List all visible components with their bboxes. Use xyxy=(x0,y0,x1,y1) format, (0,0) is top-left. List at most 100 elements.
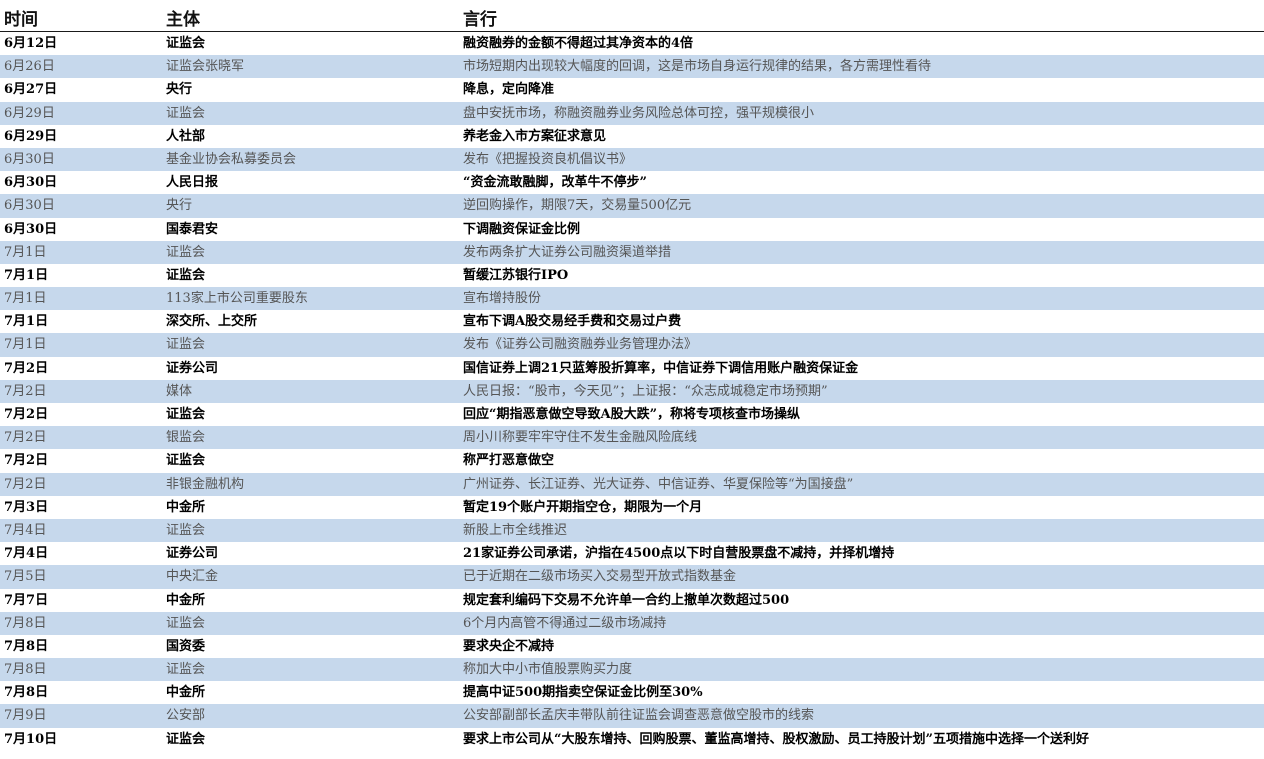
row-subject: 中金所 xyxy=(166,499,206,515)
row-subject: 中央汇金 xyxy=(166,569,219,585)
row-subject: 央行 xyxy=(166,82,193,98)
row-time: 7月1日 xyxy=(4,337,47,353)
row-subject: 中金所 xyxy=(166,685,206,701)
row-time: 6月27日 xyxy=(4,82,58,98)
row-statement: 6个月内高管不得通过二级市场减持 xyxy=(463,615,667,631)
header-time: 时间 xyxy=(4,10,38,30)
row-time: 7月4日 xyxy=(4,546,49,562)
row-statement: 融资融券的金额不得超过其净资本的4倍 xyxy=(463,36,694,51)
table-row: 7月8日国资委要求央企不减持 xyxy=(0,635,1264,658)
row-subject: 银监会 xyxy=(166,430,206,446)
row-statement: 暂缓江苏银行IPO xyxy=(463,267,569,283)
header-statement: 言行 xyxy=(463,10,497,30)
table-row: 7月2日证监会称严打恶意做空 xyxy=(0,449,1264,472)
row-statement: 市场短期内出现较大幅度的回调，这是市场自身运行规律的结果，各方需理性看待 xyxy=(463,59,932,75)
row-statement: 已于近期在二级市场买入交易型开放式指数基金 xyxy=(463,569,737,585)
row-time: 6月29日 xyxy=(4,105,55,121)
row-statement: 发布两条扩大证券公司融资渠道举措 xyxy=(463,244,672,260)
row-subject: 113家上市公司重要股东 xyxy=(166,291,308,307)
row-time: 7月8日 xyxy=(4,662,47,678)
row-time: 7月2日 xyxy=(4,383,47,399)
row-time: 6月30日 xyxy=(4,221,58,237)
row-time: 7月9日 xyxy=(4,708,47,724)
row-time: 6月30日 xyxy=(4,175,58,191)
row-statement: 养老金入市方案征求意见 xyxy=(463,128,607,144)
row-statement: 周小川称要牢牢守住不发生金融风险底线 xyxy=(463,430,698,446)
row-time: 7月10日 xyxy=(4,731,58,747)
table-row: 7月1日 证监会 暂缓江苏银行IPO xyxy=(0,264,1264,287)
row-subject: 非银金融机构 xyxy=(166,476,245,492)
row-statement: 称严打恶意做空 xyxy=(463,453,555,469)
table-row: 6月30日 人民日报 “资金流敢融脚，改革牛不停步” xyxy=(0,171,1264,194)
row-statement: 发布《把握投资良机倡议书》 xyxy=(463,151,633,167)
row-time: 7月8日 xyxy=(4,685,49,701)
row-time: 7月7日 xyxy=(4,592,49,608)
table-row: 6月12日 证监会 融资融券的金额不得超过其净资本的4倍 xyxy=(0,32,1264,55)
table-row: 7月5日 中央汇金 已于近期在二级市场买入交易型开放式指数基金 xyxy=(0,565,1264,589)
row-time: 7月4日 xyxy=(4,522,47,538)
table-row: 7月1日 证监会 发布两条扩大证券公司融资渠道举措 xyxy=(0,240,1264,264)
row-statement: 国信证券上调21只蓝筹股折算率，中信证券下调信用账户融资保证金 xyxy=(463,360,859,376)
row-time: 7月5日 xyxy=(4,569,47,585)
row-statement: 称加大中小市值股票购买力度 xyxy=(463,662,633,678)
table-row: 7月10日证监会要求上市公司从“大股东增持、回购股票、董监高增持、股权激励、员工… xyxy=(0,728,1264,751)
row-subject: 国资委 xyxy=(166,638,206,654)
row-subject: 证监会 xyxy=(166,244,206,260)
table-row: 7月2日 证监会 回应“期指恶意做空导致A股大跌”，称将专项核查市场操纵 xyxy=(0,403,1264,426)
row-time: 7月1日 xyxy=(4,314,49,330)
row-time: 6月30日 xyxy=(4,198,55,214)
table-row: 6月29日 人社部 养老金入市方案征求意见 xyxy=(0,125,1264,148)
row-time: 7月1日 xyxy=(4,244,47,260)
row-time: 7月1日 xyxy=(4,267,49,283)
row-statement: 回应“期指恶意做空导致A股大跌”，称将专项核查市场操纵 xyxy=(463,407,801,422)
row-subject: 证监会 xyxy=(166,615,206,631)
table-row: 7月8日 证监会 称加大中小市值股票购买力度 xyxy=(0,658,1264,682)
row-subject: 人民日报 xyxy=(166,175,219,191)
row-subject: 证监会 xyxy=(166,267,206,283)
row-time: 7月3日 xyxy=(4,499,49,515)
table-row: 6月30日央行逆回购操作，期限7天，交易量500亿元 xyxy=(0,194,1264,218)
row-statement: 新股上市全线推迟 xyxy=(463,522,568,538)
row-statement: 提高中证500期指卖空保证金比例至30% xyxy=(463,685,703,701)
row-subject: 证监会 xyxy=(166,105,206,121)
row-time: 6月29日 xyxy=(4,128,58,144)
row-statement: 规定套利编码下交易不允许单一合约上撤单次数超过500 xyxy=(463,592,790,608)
row-subject: 中金所 xyxy=(166,592,206,608)
row-statement: “资金流敢融脚，改革牛不停步” xyxy=(463,175,647,191)
row-time: 7月2日 xyxy=(4,453,49,469)
row-statement: 21家证券公司承诺，沪指在4500点以下时自营股票盘不减持，并择机增持 xyxy=(463,546,895,562)
table-row: 6月30日 基金业协会私募委员会 发布《把握投资良机倡议书》 xyxy=(0,147,1264,172)
row-statement: 盘中安抚市场，称融资融券业务风险总体可控，强平规模很小 xyxy=(463,105,815,121)
row-subject: 基金业协会私募委员会 xyxy=(166,151,297,167)
row-subject: 证监会 xyxy=(166,662,206,678)
row-subject: 人社部 xyxy=(166,128,206,144)
row-subject: 证监会 xyxy=(166,36,206,51)
table-row: 7月9日公安部公安部副部长孟庆丰带队前往证监会调查恶意做空股市的线索 xyxy=(0,704,1264,728)
row-subject: 媒体 xyxy=(166,383,193,399)
row-subject: 深交所、上交所 xyxy=(166,314,258,330)
header-subject: 主体 xyxy=(166,10,200,30)
table-row: 7月7日 中金所 规定套利编码下交易不允许单一合约上撤单次数超过500 xyxy=(0,589,1264,612)
table-row: 7月1日证监会发布《证券公司融资融券业务管理办法》 xyxy=(0,333,1264,357)
row-time: 7月2日 xyxy=(4,360,49,376)
row-time: 7月2日 xyxy=(4,430,47,446)
row-subject: 央行 xyxy=(166,198,193,214)
row-subject: 证监会 xyxy=(166,407,206,422)
row-subject: 证监会 xyxy=(166,337,206,353)
table-row: 7月3日 中金所 暂定19个账户开期指空仓，期限为一个月 xyxy=(0,496,1264,519)
row-statement: 宣布下调A股交易经手费和交易过户费 xyxy=(463,314,682,330)
row-subject: 公安部 xyxy=(166,708,206,724)
table-row: 6月29日 证监会 盘中安抚市场，称融资融券业务风险总体可控，强平规模很小 xyxy=(0,101,1264,125)
row-time: 7月2日 xyxy=(4,407,49,422)
row-time: 7月1日 xyxy=(4,291,47,307)
row-subject: 证监会张晓军 xyxy=(166,59,245,75)
row-statement: 暂定19个账户开期指空仓，期限为一个月 xyxy=(463,499,703,515)
row-time: 6月30日 xyxy=(4,151,55,167)
row-statement: 要求央企不减持 xyxy=(463,638,555,654)
table-row: 7月2日媒体人民日报：“股市，今天见”；上证报：“众志成城稳定市场预期” xyxy=(0,379,1264,403)
row-time: 6月12日 xyxy=(4,36,58,51)
row-statement: 降息，定向降准 xyxy=(463,82,555,98)
